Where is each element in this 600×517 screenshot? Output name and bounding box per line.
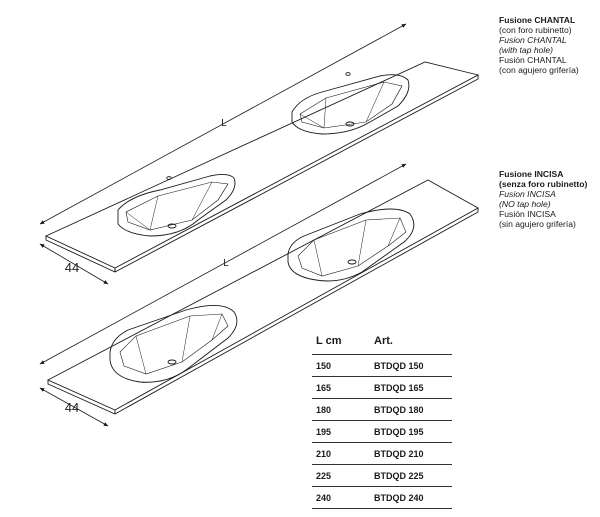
cell-length: 180 bbox=[316, 404, 332, 415]
dimension-length-bottom bbox=[39, 163, 407, 365]
cell-article: BTDQD 195 bbox=[374, 426, 424, 437]
product-subtitle: (senza foro rubinetto) bbox=[499, 179, 588, 189]
dimension-length-label-bottom: L bbox=[223, 258, 229, 269]
product-line: Fusión CHANTAL bbox=[499, 55, 567, 65]
cell-length: 225 bbox=[316, 470, 332, 481]
product-line: (NO tap hole) bbox=[499, 199, 551, 209]
basin-incisa-left bbox=[109, 305, 238, 383]
cell-article: BTDQD 180 bbox=[374, 404, 424, 415]
product-line: Fusión INCISA bbox=[499, 209, 556, 219]
cell-article: BTDQD 150 bbox=[374, 360, 424, 371]
table-row: 150 BTDQD 150 bbox=[312, 354, 452, 376]
cell-length: 210 bbox=[316, 448, 332, 459]
dimension-depth-label-top: 44 bbox=[65, 260, 79, 275]
product-title: Fusione INCISA bbox=[499, 169, 564, 179]
table-row: 180 BTDQD 180 bbox=[312, 398, 452, 420]
cell-length: 165 bbox=[316, 382, 332, 393]
product-label-incisa: Fusione INCISA (senza foro rubinetto) Fu… bbox=[499, 169, 587, 229]
countertop-chantal bbox=[44, 61, 480, 273]
product-line: (sin agujero grifería) bbox=[499, 219, 576, 229]
table-row: 240 BTDQD 240 bbox=[312, 486, 452, 509]
product-line: Fusion CHANTAL bbox=[499, 35, 567, 45]
table-row: 195 BTDQD 195 bbox=[312, 420, 452, 442]
table-row: 165 BTDQD 165 bbox=[312, 376, 452, 398]
dimension-depth-label-bottom: 44 bbox=[65, 400, 79, 415]
table-header: L cm Art. bbox=[312, 328, 452, 354]
cell-article: BTDQD 225 bbox=[374, 470, 424, 481]
table-row: 210 BTDQD 210 bbox=[312, 442, 452, 464]
cell-length: 150 bbox=[316, 360, 332, 371]
cell-article: BTDQD 240 bbox=[374, 492, 424, 503]
cell-length: 240 bbox=[316, 492, 332, 503]
basin-chantal-left bbox=[117, 173, 236, 237]
product-line: (con foro rubinetto) bbox=[499, 25, 572, 35]
basin-incisa-right bbox=[287, 208, 415, 282]
product-title: Fusione CHANTAL bbox=[499, 15, 576, 25]
table-row: 225 BTDQD 225 bbox=[312, 464, 452, 486]
product-line: Fusion INCISA bbox=[499, 189, 556, 199]
product-label-chantal: Fusione CHANTAL (con foro rubinetto) Fus… bbox=[499, 15, 579, 75]
dimension-depth-bottom bbox=[39, 387, 109, 427]
product-line: (con agujero grifería) bbox=[499, 65, 579, 75]
cell-article: BTDQD 165 bbox=[374, 382, 424, 393]
cell-length: 195 bbox=[316, 426, 332, 437]
dimension-length-label-top: L bbox=[221, 118, 227, 129]
header-article: Art. bbox=[374, 335, 393, 347]
cell-article: BTDQD 210 bbox=[374, 448, 424, 459]
header-length: L cm bbox=[316, 335, 342, 347]
countertop-top-outline bbox=[44, 61, 480, 269]
size-table: L cm Art. 150 BTDQD 150 165 BTDQD 165 18… bbox=[312, 328, 452, 509]
product-line: (with tap hole) bbox=[499, 45, 553, 55]
